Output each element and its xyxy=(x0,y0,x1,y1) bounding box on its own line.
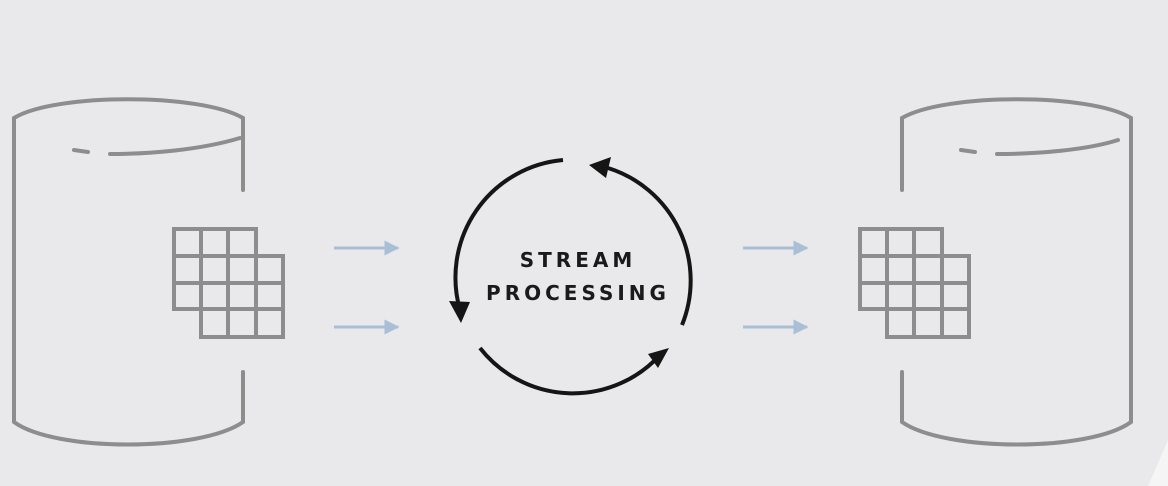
cycle-arrows-icon xyxy=(449,157,693,396)
processor-label-line1: STREAM xyxy=(520,248,637,272)
sink-database-icon xyxy=(900,97,1133,447)
processor-label-line2: PROCESSING xyxy=(486,281,670,305)
source-database-icon xyxy=(12,97,245,447)
input-arrows xyxy=(334,240,400,335)
output-arrows xyxy=(743,240,809,335)
source-table-icon xyxy=(172,227,285,339)
corner-decoration xyxy=(1148,440,1168,486)
sink-table-icon xyxy=(858,227,971,339)
